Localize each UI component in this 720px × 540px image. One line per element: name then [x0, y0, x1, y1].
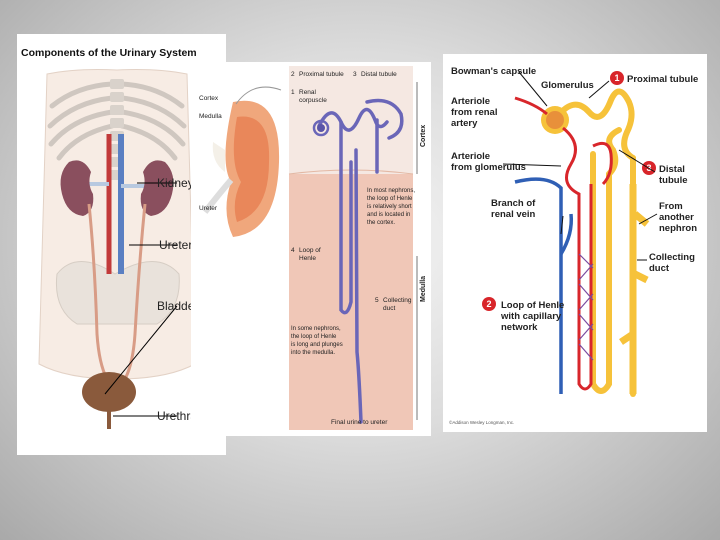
step-1-number: 1 [291, 89, 295, 96]
efferent-arteriole-label-line1: Arteriole [451, 151, 490, 162]
renal-corpuscle-label-line1: Renal [299, 89, 317, 96]
medulla-side-label: Medulla [420, 276, 427, 302]
glomerulus [546, 111, 564, 129]
collecting-duct-label-line2: duct [383, 305, 395, 312]
nephron-blood-supply-panel: 1 3 2 Bowman's capsule Glomerulus Proxim… [443, 54, 707, 432]
distal-tubule-label: Distal tubule [361, 71, 397, 78]
short-loop-note: In most nephrons, the loop of Henle is r… [367, 188, 415, 226]
rib-cage [47, 81, 187, 161]
afferent-arteriole-label-line1: Arteriole [451, 96, 490, 107]
loop-of-henle-label-line2: with capillary [500, 311, 562, 322]
from-another-nephron-label-line2: another [659, 212, 694, 223]
long-loop-note-line: In some nephrons, [291, 326, 341, 332]
ureter-label: Ureter [159, 238, 192, 252]
zoom-arrow [235, 86, 282, 105]
nephron-tubules [312, 98, 404, 424]
renal-vein [514, 177, 574, 394]
short-loop-note-line: and is located in [367, 212, 410, 218]
nephron-blood-supply-illustration: 1 3 2 Bowman's capsule Glomerulus Proxim… [443, 54, 707, 432]
medulla-small-label: Medulla [199, 113, 222, 120]
loop-of-henle-label-line3: network [501, 322, 538, 333]
renal-corpuscle-label-line2: corpuscle [299, 97, 327, 104]
long-loop-note-line: into the medulla. [291, 350, 335, 356]
bladder [82, 372, 136, 412]
kidney-label: Kidney [157, 176, 194, 190]
long-loop-note-line: the loop of Henle [291, 334, 337, 340]
renal-vein-branch-label-line2: renal vein [491, 209, 536, 220]
right-kidney [140, 160, 174, 216]
renal-vein-branch-label-line1: Branch of [491, 198, 536, 209]
loop-of-henle-label-line1: Loop of [299, 247, 321, 254]
from-another-nephron-label-line3: nephron [659, 223, 697, 234]
pointer-lines [502, 71, 658, 261]
urethra-label: Urethra [157, 409, 197, 423]
afferent-arteriole-label-line3: artery [451, 118, 478, 129]
right-ureter [123, 203, 147, 380]
loop-of-henle-label-line1: Loop of Henle [501, 300, 564, 311]
cortex-region [289, 66, 413, 174]
long-loop-note: In some nephrons, the loop of Henle is l… [291, 326, 343, 356]
collecting-duct [619, 184, 650, 394]
collecting-duct-label-line1: Collecting [649, 252, 695, 263]
long-loop-note-line: is long and plunges [291, 342, 343, 348]
marker-2-number: 2 [486, 299, 491, 309]
urinary-system-title: Components of the Urinary System [21, 47, 197, 59]
step-5-number: 5 [375, 297, 379, 304]
proximal-tubule-label: Proximal tubule [627, 74, 698, 85]
collecting-duct-label-line2: duct [649, 263, 670, 274]
loop-of-henle-label-line2: Henle [299, 255, 316, 262]
capillary-network [578, 253, 594, 361]
efferent-arteriole-label-line2: from glomerulus [451, 162, 526, 173]
arterioles [514, 96, 613, 391]
collecting-duct-label-line1: Collecting [383, 297, 412, 304]
step-2-number: 2 [291, 71, 295, 78]
ureter-small-label: Ureter [199, 205, 218, 212]
marker-1 [610, 71, 624, 85]
cortex-small-label: Cortex [199, 95, 219, 102]
nephron-section-panel: Cortex Medulla Ureter Cortex Medulla 2 P… [191, 62, 431, 436]
short-loop-note-line: is relatively short [367, 204, 412, 210]
glomerulus-label: Glomerulus [541, 80, 594, 91]
cortex-side-label: Cortex [420, 125, 427, 147]
afferent-arteriole-label-line2: from renal [451, 107, 497, 118]
proximal-tubule-label: Proximal tubule [299, 71, 344, 78]
marker-1-number: 1 [614, 73, 619, 83]
leader-lines [104, 182, 178, 417]
bowmans-capsule-label: Bowman's capsule [451, 66, 536, 77]
left-kidney [60, 160, 94, 216]
short-loop-note-line: the loop of Henle [367, 196, 413, 202]
step-4-number: 4 [291, 247, 295, 254]
short-loop-note-line: the cortex. [367, 220, 395, 226]
from-another-nephron-label-line1: From [659, 201, 683, 212]
copyright-text: ©Addison Wesley Longman, Inc. [449, 419, 514, 425]
urinary-system-illustration: Components of the Urinary System Kidney … [21, 47, 198, 429]
short-loop-note-line: In most nephrons, [367, 188, 415, 194]
distal-tubule-label-line1: Distal [659, 164, 685, 175]
left-ureter [87, 203, 109, 380]
renal-vessels [87, 182, 147, 188]
distal-tubule-label-line2: tubule [659, 175, 688, 186]
marker-2 [482, 297, 496, 311]
bladder-label: Bladder [157, 299, 198, 313]
step-3-number: 3 [353, 71, 357, 78]
kidney-cross-section [202, 100, 280, 237]
final-urine-label: Final urine to ureter [331, 419, 388, 426]
nephron-section-illustration: Cortex Medulla Ureter Cortex Medulla 2 P… [191, 62, 431, 436]
